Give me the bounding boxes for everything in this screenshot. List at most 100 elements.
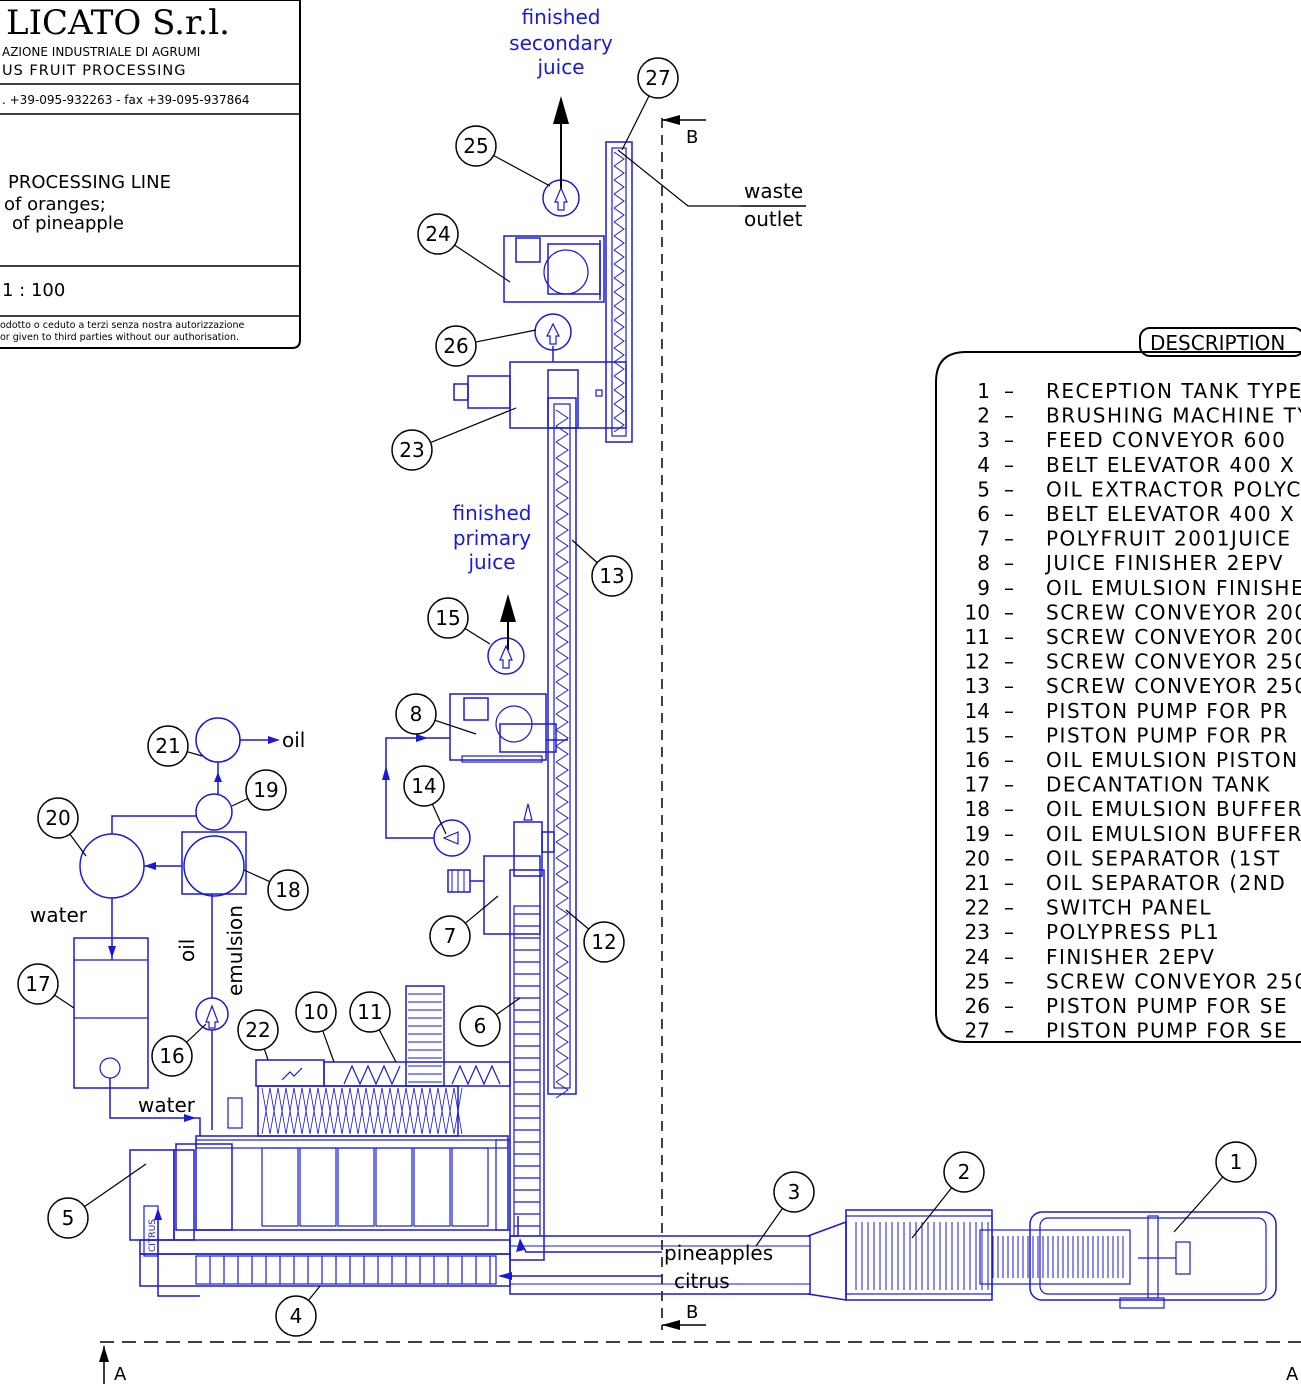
description-row-text: RECEPTION TANK TYPE: [1046, 379, 1301, 403]
mesh-line: [437, 1087, 447, 1135]
mesh-line: [357, 1087, 367, 1135]
switch-panel-mesh: [261, 1087, 463, 1135]
extractor-cell: [337, 1147, 375, 1227]
citrus-label: citrus: [674, 1269, 730, 1293]
balloon-circle: [429, 915, 471, 957]
description-row-dash: –: [1004, 994, 1014, 1018]
description-row-number: 14: [965, 699, 990, 723]
flow-labels: finished secondary juice finished primar…: [30, 5, 806, 1293]
description-row-dash: –: [1004, 969, 1014, 993]
balloon-number: 6: [474, 1014, 487, 1038]
balloon-number: 1: [1230, 1150, 1243, 1174]
balloon-number: 4: [290, 1304, 303, 1328]
screw-flight: [555, 681, 569, 699]
section-a-right: A: [1286, 1364, 1299, 1384]
screw-flight: [555, 809, 569, 827]
description-row: 1–RECEPTION TANK TYPE: [977, 379, 1301, 403]
secondary-juice-label-3: juice: [536, 55, 584, 79]
primary-juice-label-2: primary: [453, 526, 531, 550]
balloon-22: 22: [237, 1009, 279, 1061]
description-row: 9–OIL EMULSION FINISHE: [977, 576, 1301, 600]
notice-en: or given to third parties without our au…: [0, 332, 239, 343]
balloon-circle: [275, 1295, 317, 1337]
screw-flight: [613, 347, 625, 363]
description-row: 21–OIL SEPARATOR (2ND: [965, 871, 1286, 895]
oil-vertical-label: oil: [175, 939, 199, 962]
description-row-number: 25: [965, 969, 990, 993]
balloon-16: 16: [151, 1023, 207, 1077]
primary-juice-label-1: finished: [453, 501, 532, 525]
screw-flight: [555, 1001, 569, 1019]
balloon-number: 24: [425, 222, 450, 246]
description-row-dash: –: [1004, 896, 1014, 920]
screw-flight: [613, 319, 625, 335]
company-subtitle-en: US FRUIT PROCESSING: [2, 63, 186, 79]
screw-flight: [613, 291, 625, 307]
description-row-dash: –: [1004, 723, 1014, 747]
balloon-number: 27: [645, 66, 670, 90]
description-row-dash: –: [1004, 477, 1014, 501]
screw-flight: [555, 921, 569, 939]
company-contacts: . +39-095-932263 - fax +39-095-937864: [2, 93, 249, 107]
description-row-dash: –: [1004, 846, 1014, 870]
description-row-text: OIL SEPARATOR (2ND: [1046, 871, 1286, 895]
screw-flight: [555, 793, 569, 811]
screw-flight: [613, 165, 625, 181]
balloon-circle: [459, 1005, 501, 1047]
description-row-dash: –: [1004, 404, 1014, 428]
description-row-text: SCREW CONVEYOR 250: [1046, 674, 1301, 698]
description-row-number: 26: [965, 994, 990, 1018]
description-row: 27–PISTON PUMP FOR SE: [965, 1019, 1287, 1043]
description-row-text: OIL EMULSION BUFFER: [1046, 797, 1301, 821]
balloon-number: 5: [62, 1206, 75, 1230]
balloon-12: 12: [565, 909, 625, 963]
description-row-text: PISTON PUMP FOR PR: [1046, 723, 1289, 747]
mesh-line: [293, 1087, 303, 1135]
balloon-number: 16: [159, 1044, 184, 1068]
waste-label-1: waste: [744, 179, 803, 203]
description-row-number: 13: [965, 674, 990, 698]
screw-flight: [613, 375, 625, 391]
elevator-6-slats: [514, 913, 540, 1227]
description-row-number: 6: [977, 502, 990, 526]
description-row-text: FEED CONVEYOR 600: [1046, 428, 1286, 452]
emulsion-vertical-label: emulsion: [223, 905, 247, 996]
mesh-line: [365, 1087, 375, 1135]
balloon-leader: [322, 1030, 335, 1063]
mesh-line: [333, 1087, 343, 1135]
pineapples-label: pineapples: [664, 1241, 773, 1265]
section-lines: B B A A: [99, 115, 1301, 1384]
balloon-leader: [84, 1163, 147, 1208]
screw-flight: [555, 713, 569, 731]
screw-flight: [555, 665, 569, 683]
description-row: 7–POLYFRUIT 2001JUICE: [977, 527, 1291, 551]
screw-flight: [555, 505, 569, 523]
balloon-circle: [151, 1035, 193, 1077]
description-row-dash: –: [1004, 625, 1014, 649]
flow-pipes: [108, 96, 662, 1297]
mesh-line: [277, 1087, 287, 1135]
screw-flight: [613, 305, 625, 321]
description-row-dash: –: [1004, 822, 1014, 846]
balloon-26: 26: [435, 325, 537, 367]
description-row: 11–SCREW CONVEYOR 200: [965, 625, 1301, 649]
screw-flight: [555, 537, 569, 555]
balloon-leader: [464, 895, 499, 924]
drawing-scale: 1 : 100: [2, 280, 65, 301]
description-row-text: POLYFRUIT 2001JUICE: [1046, 527, 1291, 551]
screw-flight: [613, 417, 625, 433]
balloon-21: 21: [147, 725, 203, 767]
description-row: 4–BELT ELEVATOR 400 X: [977, 453, 1293, 477]
description-row: 20–OIL SEPARATOR (1ST: [965, 846, 1280, 870]
description-row-dash: –: [1004, 748, 1014, 772]
balloon-leader: [54, 994, 75, 1009]
description-row-text: SWITCH PANEL: [1046, 896, 1212, 920]
description-row-number: 10: [965, 600, 990, 624]
citrus-small-label: CITRUS: [148, 1219, 158, 1252]
screw-flight: [613, 207, 625, 223]
screw-flight: [555, 601, 569, 619]
balloon-leader: [493, 154, 551, 187]
notice-it: odotto o ceduto a terzi senza nostra aut…: [0, 320, 244, 331]
description-row-text: PISTON PUMP FOR SE: [1046, 994, 1288, 1018]
balloon-leader: [186, 1023, 207, 1043]
